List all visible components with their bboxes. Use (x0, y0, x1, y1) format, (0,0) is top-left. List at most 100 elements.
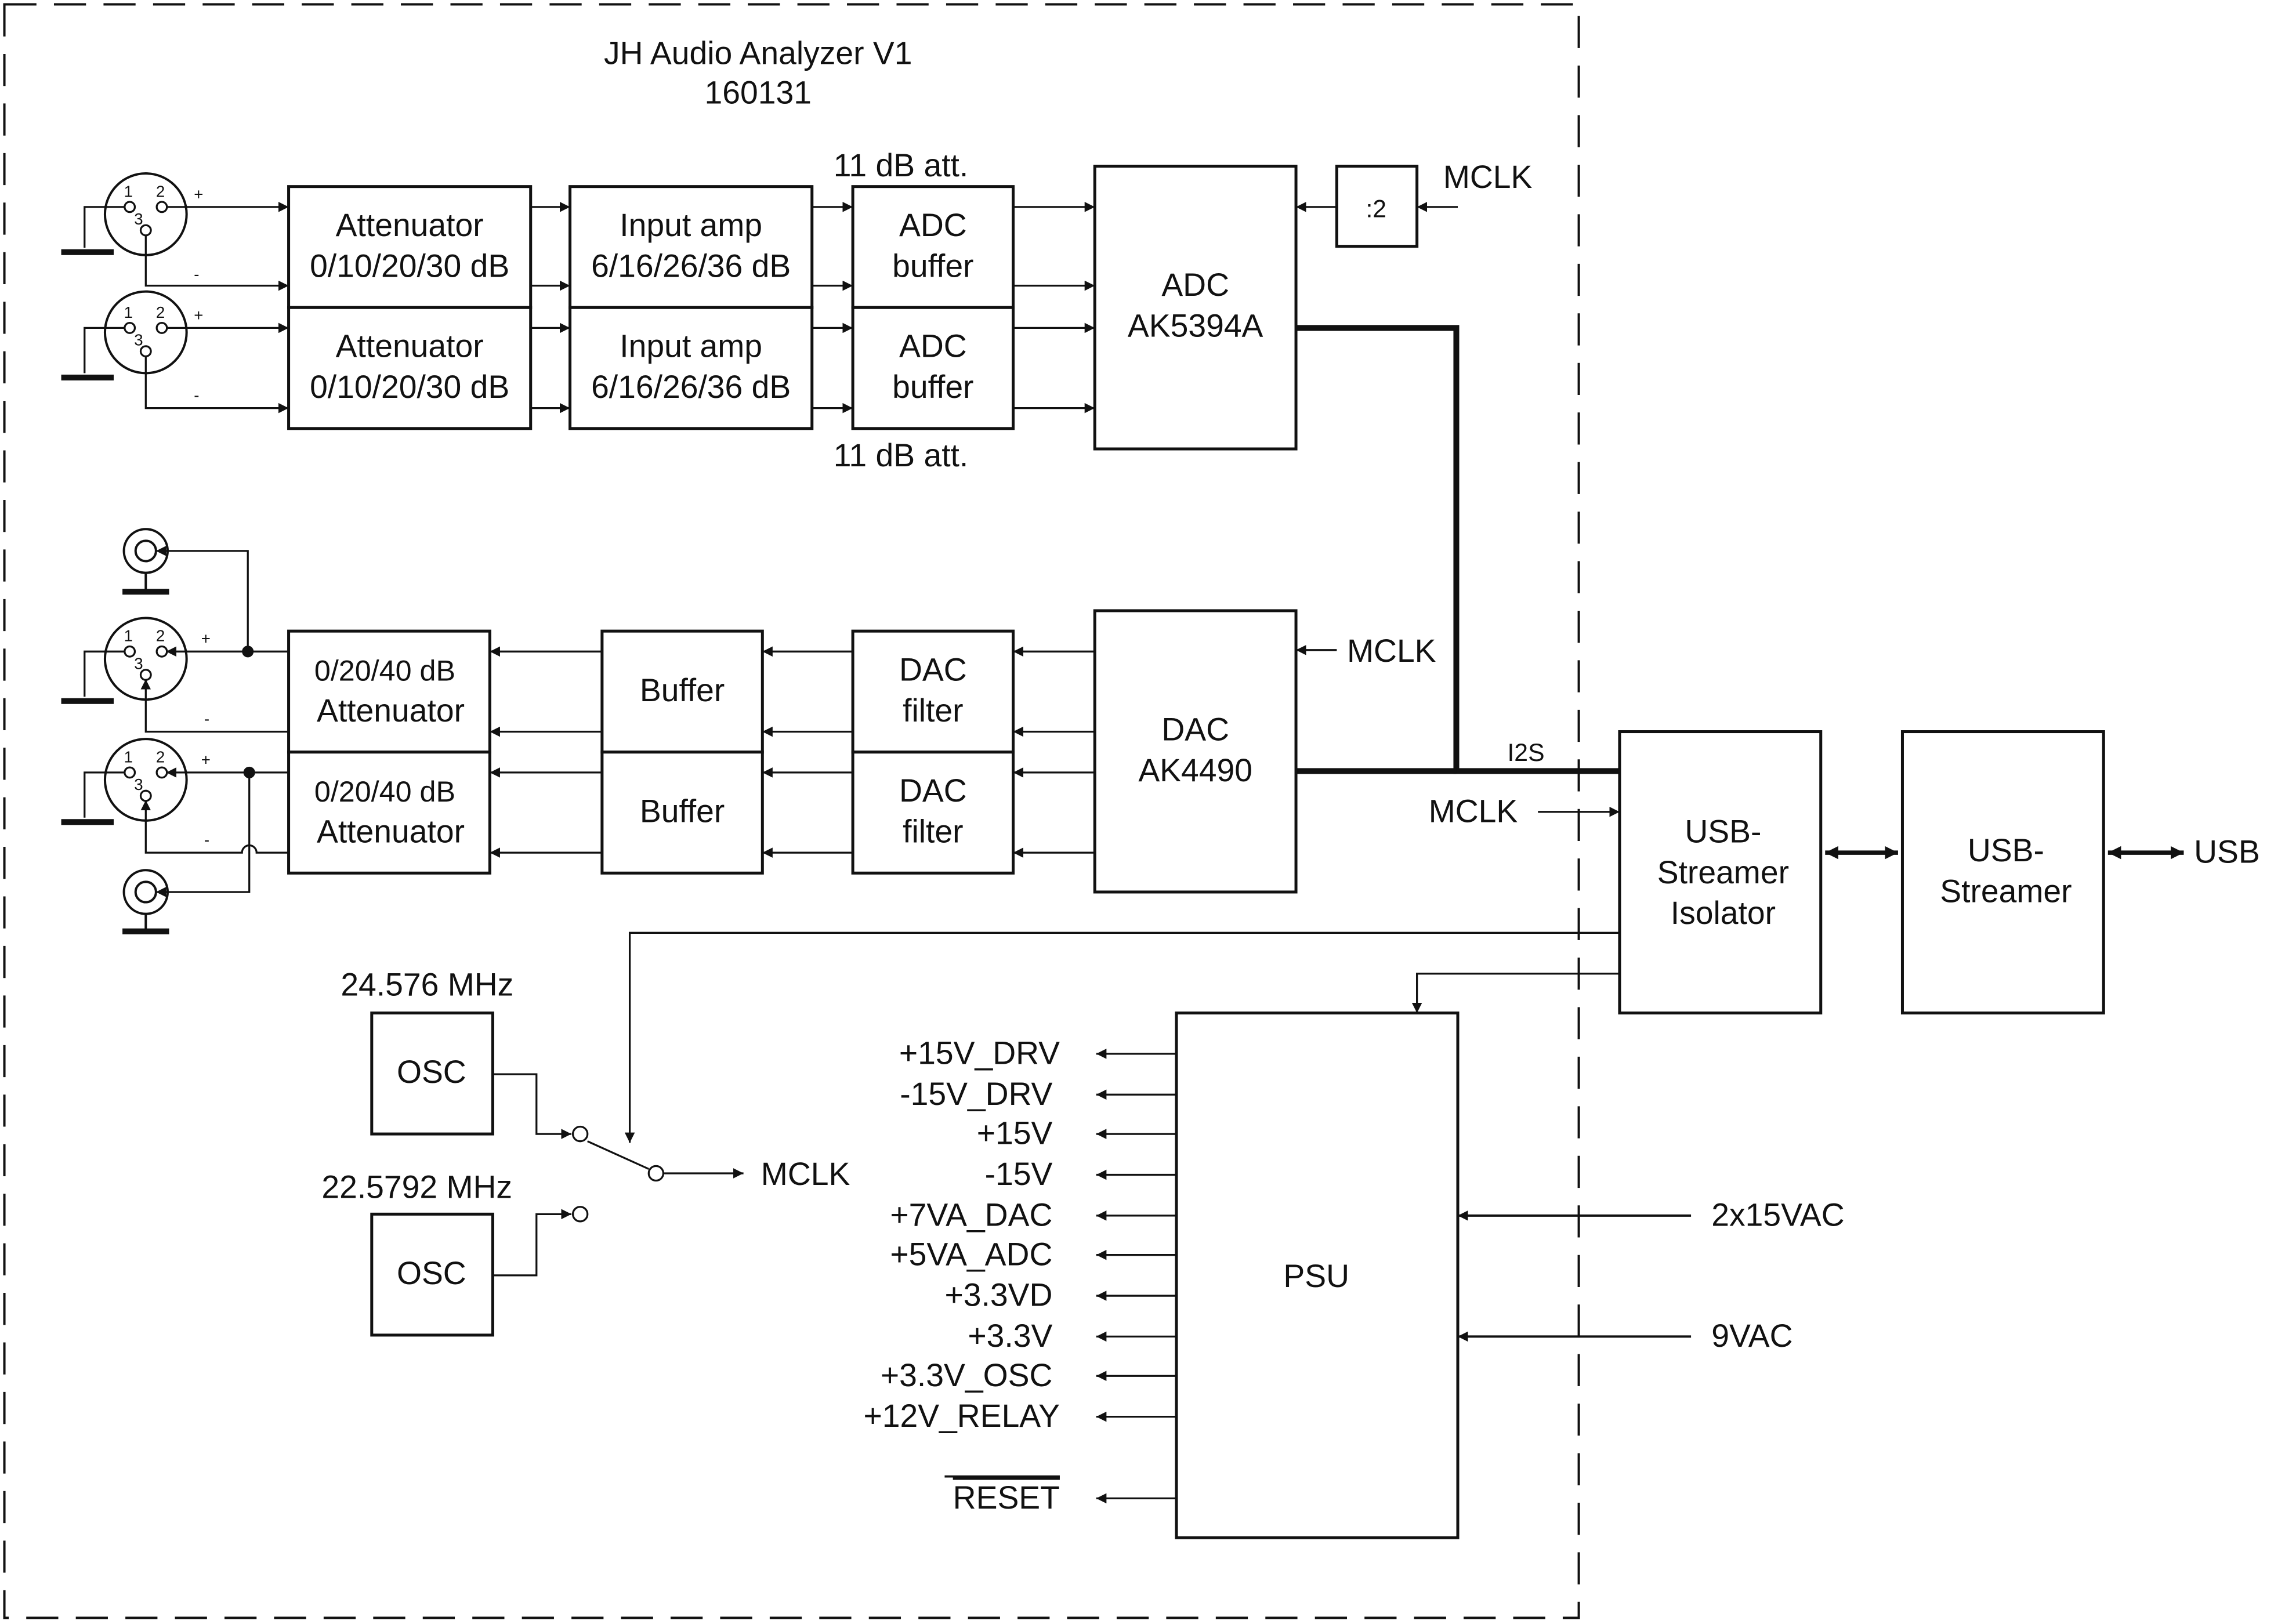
psu-reset-label: RESET (953, 1480, 1060, 1516)
osc2-label: OSC (397, 1255, 466, 1291)
svg-text:+: + (201, 630, 211, 648)
psu-output-label: +15V (977, 1115, 1053, 1151)
svg-text:-: - (204, 710, 209, 728)
isolator-label: Streamer (1657, 854, 1789, 890)
psu-output-label: +7VA_DAC (890, 1197, 1052, 1232)
adc-mclk-label: MCLK (1443, 159, 1533, 195)
output-buffer-label: Buffer (640, 672, 725, 708)
input-amp-label: Input amp (620, 328, 762, 364)
input-amp-gain: 6/16/26/36 dB (591, 248, 791, 284)
dac-filter-label: DAC (899, 773, 967, 809)
adc-buffer-block-1 (851, 185, 1015, 309)
clock-divider-label: :2 (1366, 195, 1386, 223)
output-buffer-label: Buffer (640, 793, 725, 829)
input-amp-block-1 (568, 185, 814, 309)
output-attenuator-block-2 (287, 751, 491, 875)
dac-mclk-label: MCLK (1347, 633, 1436, 669)
dac-filter-block-2 (851, 751, 1015, 875)
psu-output-label: +3.3V_OSC (881, 1357, 1052, 1393)
adc-section: 1 2 3 + - 1 2 3 (61, 147, 1533, 473)
svg-text:2: 2 (156, 748, 165, 766)
usb-streamer-block (1900, 730, 2105, 1015)
osc1-frequency: 24.576 MHz (341, 966, 513, 1002)
adc-buffer-block-2 (851, 306, 1015, 430)
svg-text:-: - (194, 265, 199, 283)
adc-buffer-label: ADC (899, 207, 967, 243)
adc-buffer-label: ADC (899, 328, 967, 364)
att-label-top: 11 dB att. (834, 147, 968, 183)
output-attenuator-block-1 (287, 629, 491, 754)
input-amp-block-2 (568, 306, 814, 430)
output-attenuator-range: 0/20/40 dB (314, 775, 455, 808)
streamer-label: Streamer (1940, 873, 2072, 909)
xlr-input-connector-1: 1 2 3 + - (61, 172, 289, 291)
osc1-block (370, 1012, 494, 1136)
output-buffer-block-2 (600, 751, 764, 875)
bnc-output-connector-2 (122, 772, 251, 934)
dac-block (1093, 609, 1298, 894)
osc1-label: OSC (397, 1054, 466, 1090)
clock-section: 24.576 MHz OSC 22.5792 MHz OSC MCLK (321, 966, 850, 1337)
adc-block (1093, 164, 1298, 451)
svg-text:3: 3 (134, 210, 143, 228)
adc-part-number: AK5394A (1128, 308, 1263, 344)
output-attenuator-label: Attenuator (317, 693, 465, 728)
psu-block (1175, 1012, 1460, 1539)
svg-text:3: 3 (134, 775, 143, 793)
svg-text:3: 3 (134, 654, 143, 672)
svg-text:1: 1 (124, 627, 133, 645)
clock-mclk-label: MCLK (761, 1156, 850, 1192)
isolator-label: Isolator (1671, 895, 1776, 931)
isolator-label: USB- (1685, 814, 1761, 850)
dac-section: DAC AK4490 MCLK DAC filter DAC filter Bu… (61, 528, 1436, 934)
svg-text:-: - (204, 831, 209, 849)
i2s-bus (1296, 325, 1620, 774)
bnc-output-connector-1 (122, 528, 249, 652)
usb-mclk-label: MCLK (1429, 793, 1518, 829)
svg-text:-: - (194, 386, 199, 404)
input-attenuator-range: 0/10/20/30 dB (310, 248, 509, 284)
adc-buffer-label: buffer (892, 248, 973, 284)
svg-text:2: 2 (156, 627, 165, 645)
psu-output-label: +3.3VD (945, 1277, 1053, 1313)
psu-section: PSU +15V_DRV -15V_DRV +15V -15V +7VA_DA (863, 1012, 1845, 1539)
dac-label: DAC (1161, 712, 1229, 748)
output-attenuator-label: Attenuator (317, 814, 465, 850)
input-attenuator-block-1 (287, 185, 533, 309)
usb-section: MCLK USB- Streamer Isolator USB- Streame… (624, 730, 2260, 1143)
xlr-input-connector-2: 1 2 3 + - (61, 290, 289, 414)
diagram-title: JH Audio Analyzer V1 (604, 35, 912, 71)
osc2-block (370, 1212, 494, 1337)
input-attenuator-range: 0/10/20/30 dB (310, 369, 509, 405)
psu-output-label: +5VA_ADC (890, 1236, 1052, 1272)
streamer-label: USB- (1968, 832, 2044, 868)
psu-output-label: -15V (985, 1156, 1053, 1192)
psu-output-label: +12V_RELAY (863, 1398, 1059, 1434)
diagram-date: 160131 (705, 74, 812, 110)
svg-text:+: + (201, 751, 211, 768)
dac-filter-label: filter (903, 693, 963, 728)
adc-label: ADC (1161, 267, 1229, 303)
svg-text:2: 2 (156, 303, 165, 321)
psu-input-9vac: 9VAC (1711, 1318, 1792, 1354)
output-buffer-block-1 (600, 629, 764, 754)
i2s-label: I2S (1507, 739, 1544, 767)
xlr-output-connector-1: 1 2 3 + - (61, 617, 289, 733)
input-amp-label: Input amp (620, 207, 762, 243)
svg-text:2: 2 (156, 182, 165, 200)
svg-text:1: 1 (124, 748, 133, 766)
dac-part-number: AK4490 (1138, 752, 1252, 788)
input-amp-gain: 6/16/26/36 dB (591, 369, 791, 405)
psu-label: PSU (1283, 1258, 1349, 1294)
usb-streamer-isolator-block (1618, 730, 1823, 1015)
input-attenuator-label: Attenuator (336, 207, 484, 243)
adc-buffer-label: buffer (892, 369, 973, 405)
psu-output-label: +15V_DRV (899, 1035, 1060, 1071)
xlr-output-connector-2: 1 2 3 + - (61, 738, 289, 854)
psu-output-label: -15V_DRV (900, 1076, 1052, 1112)
dac-filter-label: DAC (899, 652, 967, 688)
clock-select-switch (493, 1073, 744, 1277)
svg-text:1: 1 (124, 303, 133, 321)
input-attenuator-block-2 (287, 306, 533, 430)
